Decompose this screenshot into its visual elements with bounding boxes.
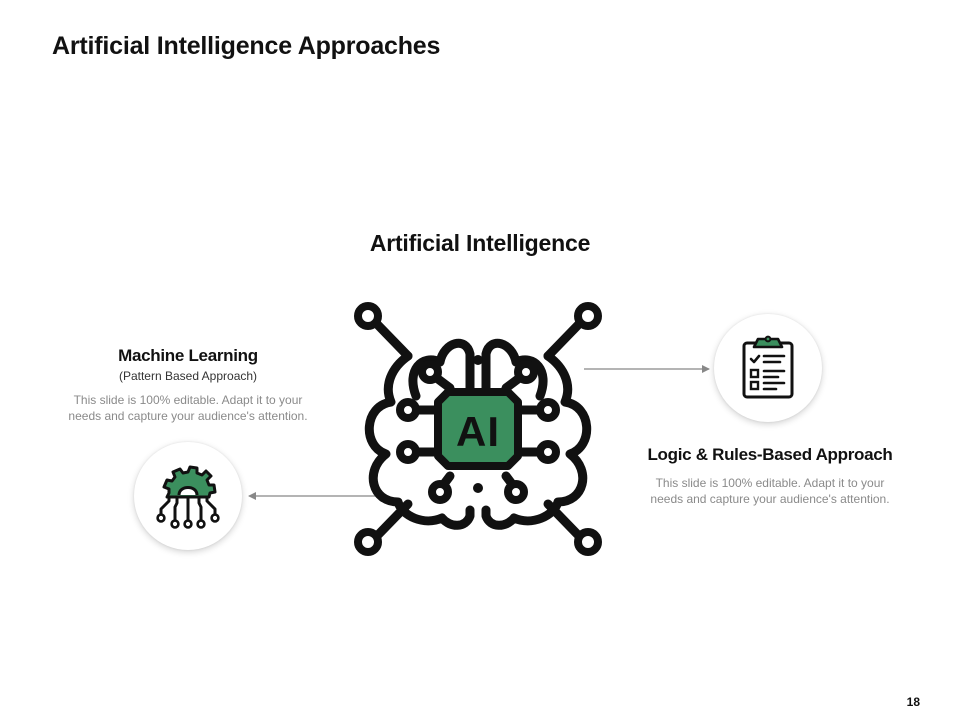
machine-learning-desc-line1: This slide is 100% editable. Adapt it to… <box>73 393 303 407</box>
ai-chip-label: AI <box>456 408 500 455</box>
gear-circuit-icon <box>156 465 220 529</box>
machine-learning-subtitle: (Pattern Based Approach) <box>118 369 258 383</box>
logic-rules-title: Logic & Rules-Based Approach <box>647 445 893 464</box>
logic-rules-description: This slide is 100% editable. Adapt it to… <box>620 475 920 507</box>
logic-rules-desc-line2: needs and capture your audience's attent… <box>650 492 890 506</box>
machine-learning-block: Machine Learning (Pattern Based Approach… <box>48 346 328 424</box>
logic-rules-block: Logic & Rules-Based Approach This slide … <box>620 445 920 507</box>
machine-learning-title: Machine Learning <box>118 346 258 365</box>
logic-rules-icon-circle <box>714 314 822 422</box>
machine-learning-icon-circle <box>134 442 242 550</box>
logic-rules-desc-line1: This slide is 100% editable. Adapt it to… <box>655 476 885 490</box>
machine-learning-description: This slide is 100% editable. Adapt it to… <box>48 392 328 424</box>
ai-brain-circuit-icon: AI <box>354 302 602 556</box>
machine-learning-desc-line2: needs and capture your audience's attent… <box>68 409 308 423</box>
center-heading: Artificial Intelligence <box>369 230 591 256</box>
page-number: 18 <box>906 695 920 709</box>
slide-title: Artificial Intelligence Approaches <box>52 32 441 60</box>
clipboard-checklist-icon <box>742 335 794 399</box>
